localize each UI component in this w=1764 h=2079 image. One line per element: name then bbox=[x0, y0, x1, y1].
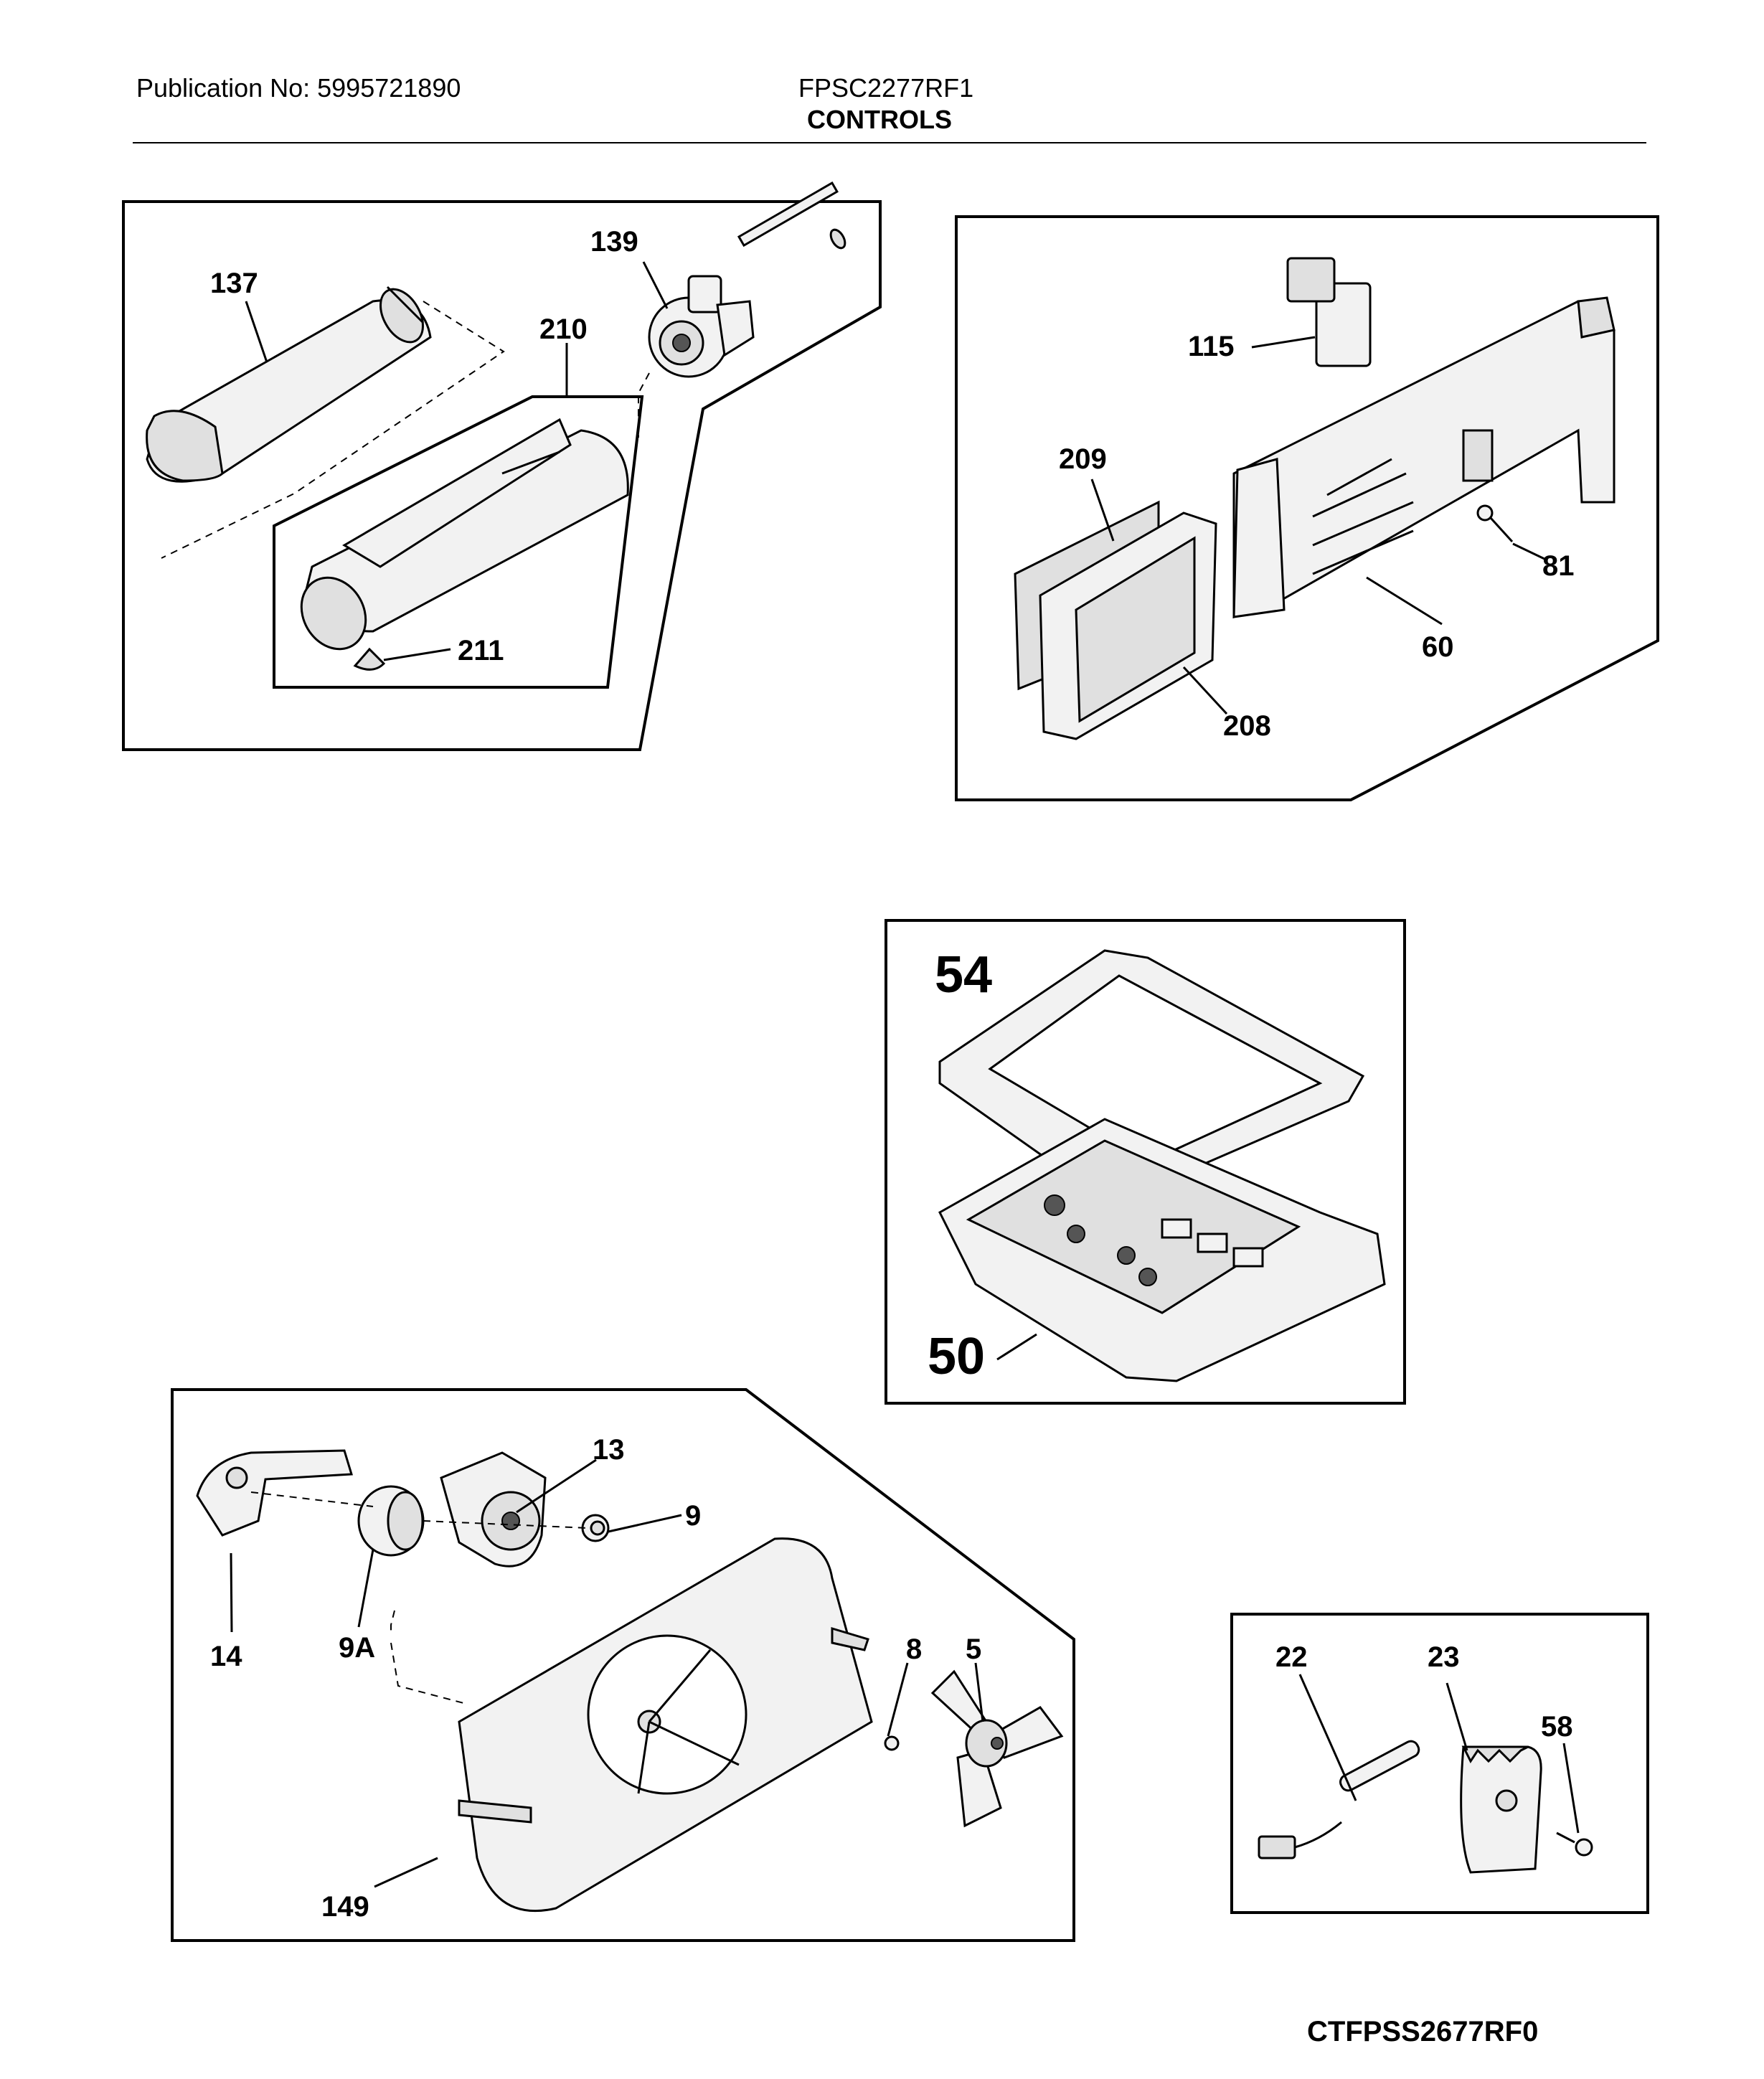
leader-23 bbox=[1445, 1682, 1468, 1751]
panel-air-filter: 115 209 81 60 208 bbox=[955, 215, 1659, 801]
panel-fan-assembly: 13 9 9A 14 8 5 149 bbox=[171, 1388, 1075, 1942]
leader-9A bbox=[357, 1549, 374, 1628]
leader-60 bbox=[1366, 576, 1443, 626]
washer-8 bbox=[884, 1735, 900, 1751]
leader-14 bbox=[230, 1552, 233, 1633]
panel-frame bbox=[885, 919, 1406, 1405]
callout-58: 58 bbox=[1541, 1711, 1573, 1743]
leader-81 bbox=[1512, 542, 1547, 561]
panel-frame bbox=[1230, 1613, 1649, 1914]
leader-58 bbox=[1562, 1743, 1580, 1834]
housing-clip bbox=[353, 647, 386, 671]
callout-5: 5 bbox=[966, 1634, 981, 1665]
callout-139: 139 bbox=[590, 226, 638, 258]
callout-54: 54 bbox=[935, 946, 992, 1004]
leader-209 bbox=[1090, 478, 1115, 542]
motor-nut bbox=[581, 1514, 610, 1542]
control-board-housing bbox=[938, 1118, 1386, 1382]
filter-cartridge bbox=[146, 286, 432, 483]
air-filter-frame bbox=[1039, 512, 1217, 740]
panel-water-filter: 137 139 210 211 bbox=[122, 181, 882, 751]
thermistor bbox=[1258, 1740, 1420, 1859]
callout-9A: 9A bbox=[339, 1632, 375, 1664]
diagram-code: CTFPSS2677RF0 bbox=[1307, 2016, 1538, 2047]
panel-frame bbox=[122, 200, 882, 751]
panel-frame bbox=[955, 215, 1659, 801]
screw-81 bbox=[1476, 504, 1514, 543]
callout-8: 8 bbox=[906, 1634, 922, 1665]
callout-210: 210 bbox=[539, 314, 588, 345]
section-title: CONTROLS bbox=[807, 105, 952, 134]
callout-13: 13 bbox=[593, 1434, 625, 1466]
leader-50 bbox=[996, 1333, 1037, 1361]
fan-blade bbox=[930, 1669, 1064, 1828]
callout-50: 50 bbox=[928, 1328, 985, 1385]
control-board-cover bbox=[938, 949, 1365, 1196]
leader-115 bbox=[1251, 336, 1316, 349]
air-filter-plug bbox=[1286, 257, 1372, 367]
filter-valve bbox=[648, 181, 846, 378]
leader-139 bbox=[642, 261, 669, 309]
air-filter-housing bbox=[1232, 296, 1616, 619]
leader-211 bbox=[383, 648, 451, 661]
motor-bracket bbox=[196, 1449, 353, 1537]
callout-137: 137 bbox=[210, 268, 258, 299]
leader-149 bbox=[374, 1857, 438, 1888]
motor-grommet bbox=[357, 1485, 425, 1557]
header-rule bbox=[133, 142, 1646, 143]
leader-9 bbox=[608, 1514, 682, 1533]
panel-thermistor: 22 23 58 bbox=[1230, 1613, 1649, 1914]
publication-number: Publication No: 5995721890 bbox=[136, 73, 461, 103]
fan-shroud bbox=[458, 1537, 873, 1913]
fan-motor bbox=[440, 1451, 547, 1568]
callout-60: 60 bbox=[1422, 631, 1454, 663]
callout-209: 209 bbox=[1059, 443, 1107, 475]
callout-23: 23 bbox=[1428, 1641, 1460, 1673]
model-number: FPSC2277RF1 bbox=[798, 73, 974, 103]
panel-frame bbox=[171, 1388, 1075, 1942]
leader-137 bbox=[245, 301, 268, 363]
thermistor-cover bbox=[1460, 1745, 1542, 1874]
callout-9: 9 bbox=[685, 1500, 701, 1532]
leader-5 bbox=[974, 1662, 984, 1722]
callout-208: 208 bbox=[1223, 710, 1271, 742]
panel-control-board: 54 50 bbox=[885, 919, 1406, 1405]
callout-149: 149 bbox=[321, 1891, 369, 1923]
leader-208 bbox=[1182, 666, 1228, 715]
screw-58 bbox=[1556, 1832, 1593, 1857]
callout-14: 14 bbox=[210, 1641, 242, 1672]
callout-115: 115 bbox=[1188, 331, 1235, 362]
callout-81: 81 bbox=[1542, 550, 1575, 582]
leader-8 bbox=[887, 1662, 909, 1737]
callout-22: 22 bbox=[1275, 1641, 1308, 1673]
leader-22 bbox=[1298, 1674, 1357, 1801]
leader-13 bbox=[516, 1458, 597, 1514]
subassembly-frame bbox=[273, 395, 644, 689]
callout-211: 211 bbox=[458, 635, 504, 666]
filter-housing bbox=[300, 418, 629, 651]
